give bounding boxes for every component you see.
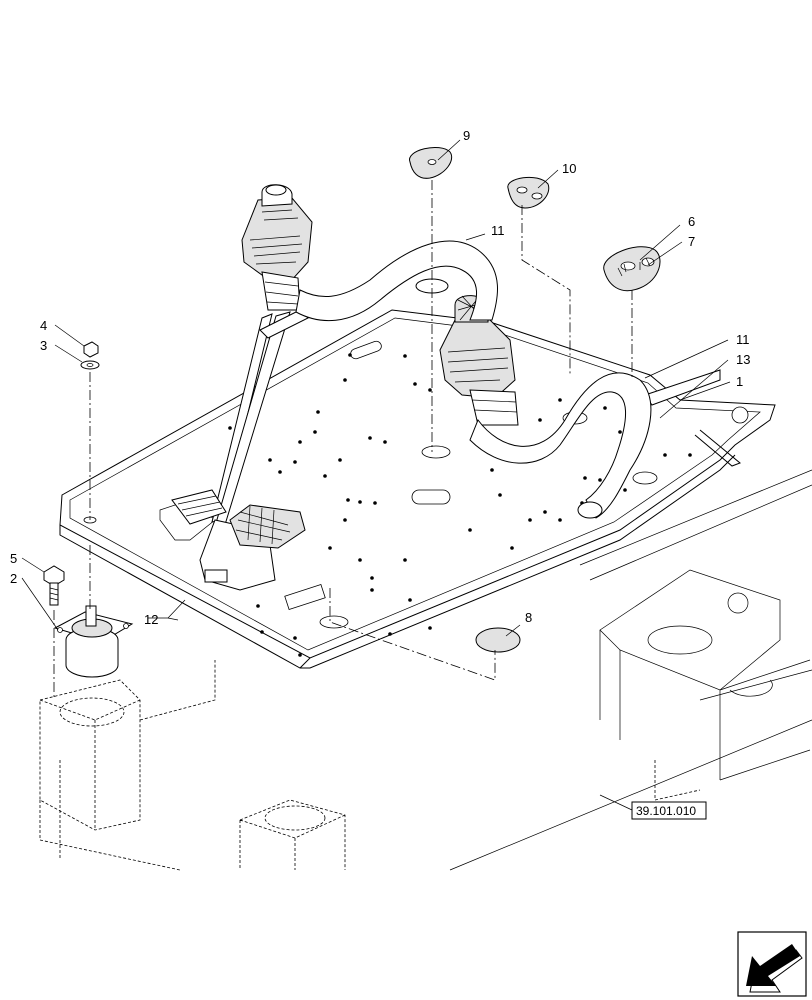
- arrow-down-left-icon[interactable]: [737, 931, 807, 997]
- callout-5: 5: [10, 551, 17, 566]
- leader-lines: [21, 139, 731, 811]
- rubber-mount: [53, 605, 134, 678]
- assembly-lines: [53, 180, 633, 700]
- callout-12: 12: [144, 612, 158, 627]
- bolt: [43, 565, 65, 606]
- washer-and-nut: [80, 341, 100, 370]
- grommet-6-7: [603, 246, 661, 292]
- grommet-9: [409, 147, 453, 179]
- callout-11-upper: 11: [491, 223, 505, 238]
- reference-link[interactable]: 39.101.010: [631, 801, 707, 820]
- floor-plate: [59, 309, 776, 669]
- harness-hose: [295, 240, 652, 519]
- callout-11-lower: 11: [736, 332, 750, 347]
- cap-8: [475, 627, 521, 653]
- callout-4: 4: [40, 318, 47, 333]
- callout-3: 3: [40, 338, 47, 353]
- callout-8: 8: [525, 610, 532, 625]
- callouts: 9 10 6 7 11 11 13 1 4 3 5 2 12 8: [10, 128, 750, 627]
- grommet-10: [507, 176, 550, 209]
- left-joystick-boot: [241, 184, 313, 311]
- callout-9: 9: [463, 128, 470, 143]
- callout-2: 2: [10, 571, 17, 586]
- callout-10: 10: [562, 161, 576, 176]
- right-joystick-boot: [439, 295, 519, 426]
- callout-13: 13: [736, 352, 750, 367]
- chassis-frame: [39, 469, 812, 871]
- callout-6: 6: [688, 214, 695, 229]
- callout-7: 7: [688, 234, 695, 249]
- pedal-levers: [171, 309, 309, 591]
- callout-1: 1: [736, 374, 743, 389]
- reference-label[interactable]: 39.101.010: [636, 804, 696, 818]
